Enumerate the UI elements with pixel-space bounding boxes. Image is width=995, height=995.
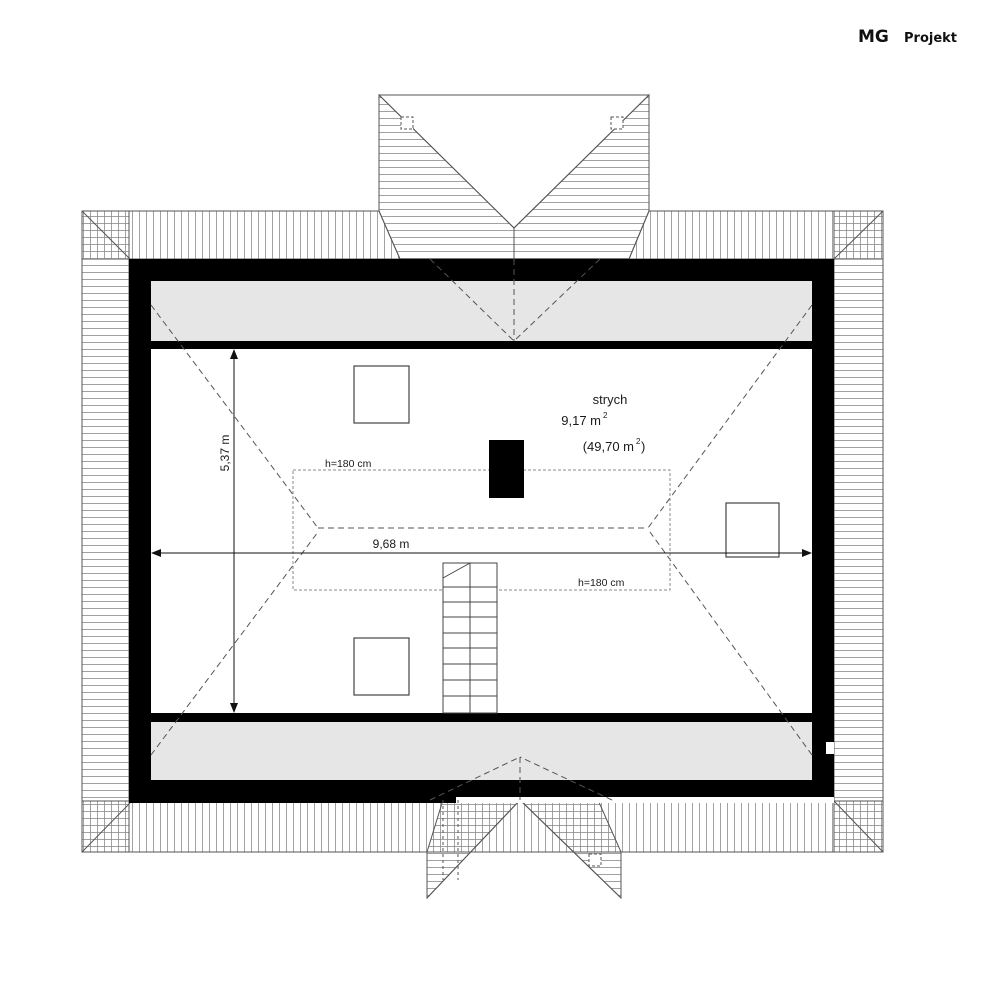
room-total-area-value: (49,70 m (583, 439, 634, 454)
room-total-area-sup: 2 (636, 437, 641, 446)
skylight (725, 502, 780, 558)
dormer-roof-top (378, 93, 650, 260)
staircase (442, 562, 498, 714)
brand-logo-name: Projekt (904, 31, 957, 46)
brand-logo: MG Projekt (858, 27, 957, 47)
dimension-depth (230, 349, 238, 713)
brand-logo-mark: MG (858, 27, 889, 47)
roof (81, 93, 884, 900)
walls (129, 259, 834, 803)
room-area: 9,17 m 2 (561, 411, 608, 428)
dimension-width (151, 549, 812, 557)
room-area-sup: 2 (603, 411, 608, 420)
roof-eave-left (81, 210, 130, 853)
roof-projection-dashed (150, 258, 813, 880)
chimney-vent (588, 853, 602, 867)
dormer-roof-bottom (426, 799, 622, 900)
eave-space-bottom (151, 722, 812, 780)
room-area-value: 9,17 m (561, 413, 601, 428)
room-total-area: (49,70 m 2 ) (583, 437, 646, 454)
room-total-area-close: ) (641, 439, 645, 454)
roof-eave-right (833, 210, 884, 853)
skylight (353, 637, 410, 696)
chimney-vent (610, 116, 624, 130)
chimney (489, 440, 524, 498)
width-label: 9,68 m (373, 537, 410, 551)
room-name: strych (593, 392, 628, 407)
height-label-top: h=180 cm (325, 458, 372, 470)
height-label-bottom: h=180 cm (578, 577, 625, 589)
depth-label: 5,37 m (218, 435, 232, 472)
eave-space-top (151, 281, 812, 341)
skylight (353, 365, 410, 424)
chimney-vent (400, 116, 414, 130)
